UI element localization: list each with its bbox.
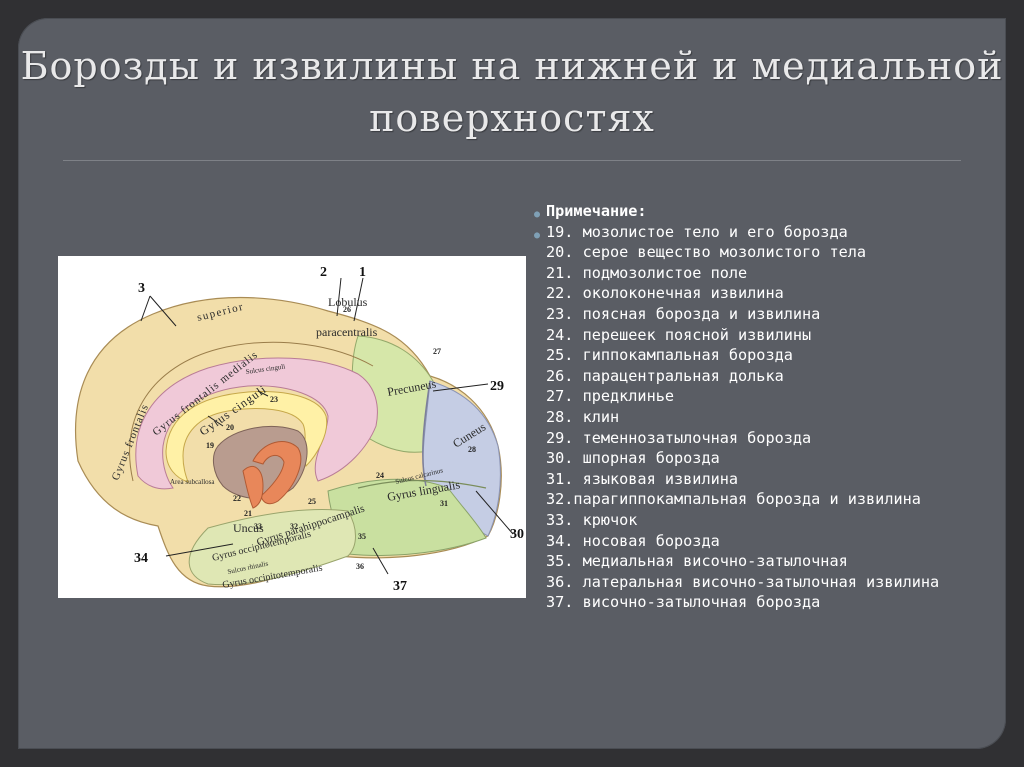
notes-list: 19. мозолистое тело и его борозда 20. се… — [546, 222, 986, 613]
list-item: 22. околоконечная извилина — [546, 284, 784, 303]
label-21: 21 — [244, 509, 252, 518]
label-28: 28 — [468, 445, 476, 454]
label-23: 23 — [270, 395, 278, 404]
label-22: 22 — [233, 494, 241, 503]
latin-lobulus: Lobulus — [328, 295, 368, 309]
label-32: 32 — [290, 522, 298, 531]
list-item: 23. поясная борозда и извилина — [546, 304, 821, 323]
label-26: 26 — [343, 305, 351, 314]
label-30: 30 — [510, 527, 524, 542]
notes-panel: ● Примечание: ● 19. мозолистое тело и ег… — [534, 201, 986, 613]
fornix-structure — [252, 441, 302, 505]
list-item: 32.парагиппокампальная борозда и извилин… — [546, 490, 921, 509]
label-35: 35 — [358, 532, 366, 541]
label-29: 29 — [490, 379, 504, 394]
list-item: 33. крючок — [546, 510, 638, 529]
label-37: 37 — [393, 579, 407, 594]
bullet-icon: ● — [534, 209, 541, 220]
parahippocampal-region — [188, 509, 356, 586]
latin-uncus: Uncus — [233, 521, 264, 535]
label-36: 36 — [356, 562, 364, 571]
label-33: 33 — [254, 522, 262, 531]
list-item: 31. языковая извилина — [546, 469, 739, 488]
list-item: 37. височно-затылочная борозда — [546, 593, 821, 612]
label-3: 3 — [138, 281, 145, 296]
notes-heading: Примечание: — [546, 202, 647, 220]
list-item: 27. предклинье — [546, 387, 675, 406]
slide-title: Борозды и извилины на нижней и медиально… — [20, 44, 1004, 140]
label-31: 31 — [440, 499, 448, 508]
calcarine-sulcus-line — [357, 479, 487, 489]
label-34: 34 — [134, 551, 148, 566]
bullet-icon: ● — [534, 229, 541, 241]
list-item: 28. клин — [546, 407, 620, 426]
list-item: 29. теменнозатылочная борозда — [546, 428, 812, 447]
cingulate-sulcus-line — [129, 341, 374, 482]
label-1: 1 — [359, 265, 366, 280]
label-27: 27 — [433, 347, 441, 356]
label-25: 25 — [308, 497, 316, 506]
label-24: 24 — [376, 471, 384, 480]
corpus-callosum-region — [165, 390, 328, 483]
label-2: 2 — [320, 265, 327, 280]
cingulate-gyrus-region — [135, 357, 378, 490]
list-item: 25. гиппокампальная борозда — [546, 346, 793, 365]
list-item: 34. носовая борозда — [546, 531, 720, 550]
brain-illustration: 1 2 3 29 30 34 37 26 27 28 23 20 19 22 2… — [58, 256, 526, 598]
list-item: 20. серое вещество мозолистого тела — [546, 243, 867, 262]
leader-lines — [140, 277, 514, 575]
list-item: 35. медиальная височно-затылочная — [546, 552, 848, 571]
list-item: 19. мозолистое тело и его борозда — [546, 222, 848, 241]
list-item: 24. перешеек поясной извилины — [546, 325, 812, 344]
title-divider — [63, 160, 961, 161]
list-item: 26. парацентральная долька — [546, 366, 784, 385]
latin-area-subcallosa: Area subcallosa — [170, 478, 215, 486]
list-item: 21. подмозолистое поле — [546, 263, 748, 282]
label-20: 20 — [226, 423, 234, 432]
list-item: 30. шпорная борозда — [546, 449, 720, 468]
brain-medial-surface-diagram: 1 2 3 29 30 34 37 26 27 28 23 20 19 22 2… — [74, 265, 524, 594]
fornix-column — [242, 466, 264, 509]
parieto-occipital-sulcus-line — [422, 380, 431, 487]
list-item: 36. латеральная височно-затылочная извил… — [546, 572, 940, 591]
latin-paracentralis: paracentralis — [316, 325, 378, 339]
label-19: 19 — [206, 441, 214, 450]
slide: Борозды и извилины на нижней и медиально… — [18, 18, 1006, 749]
